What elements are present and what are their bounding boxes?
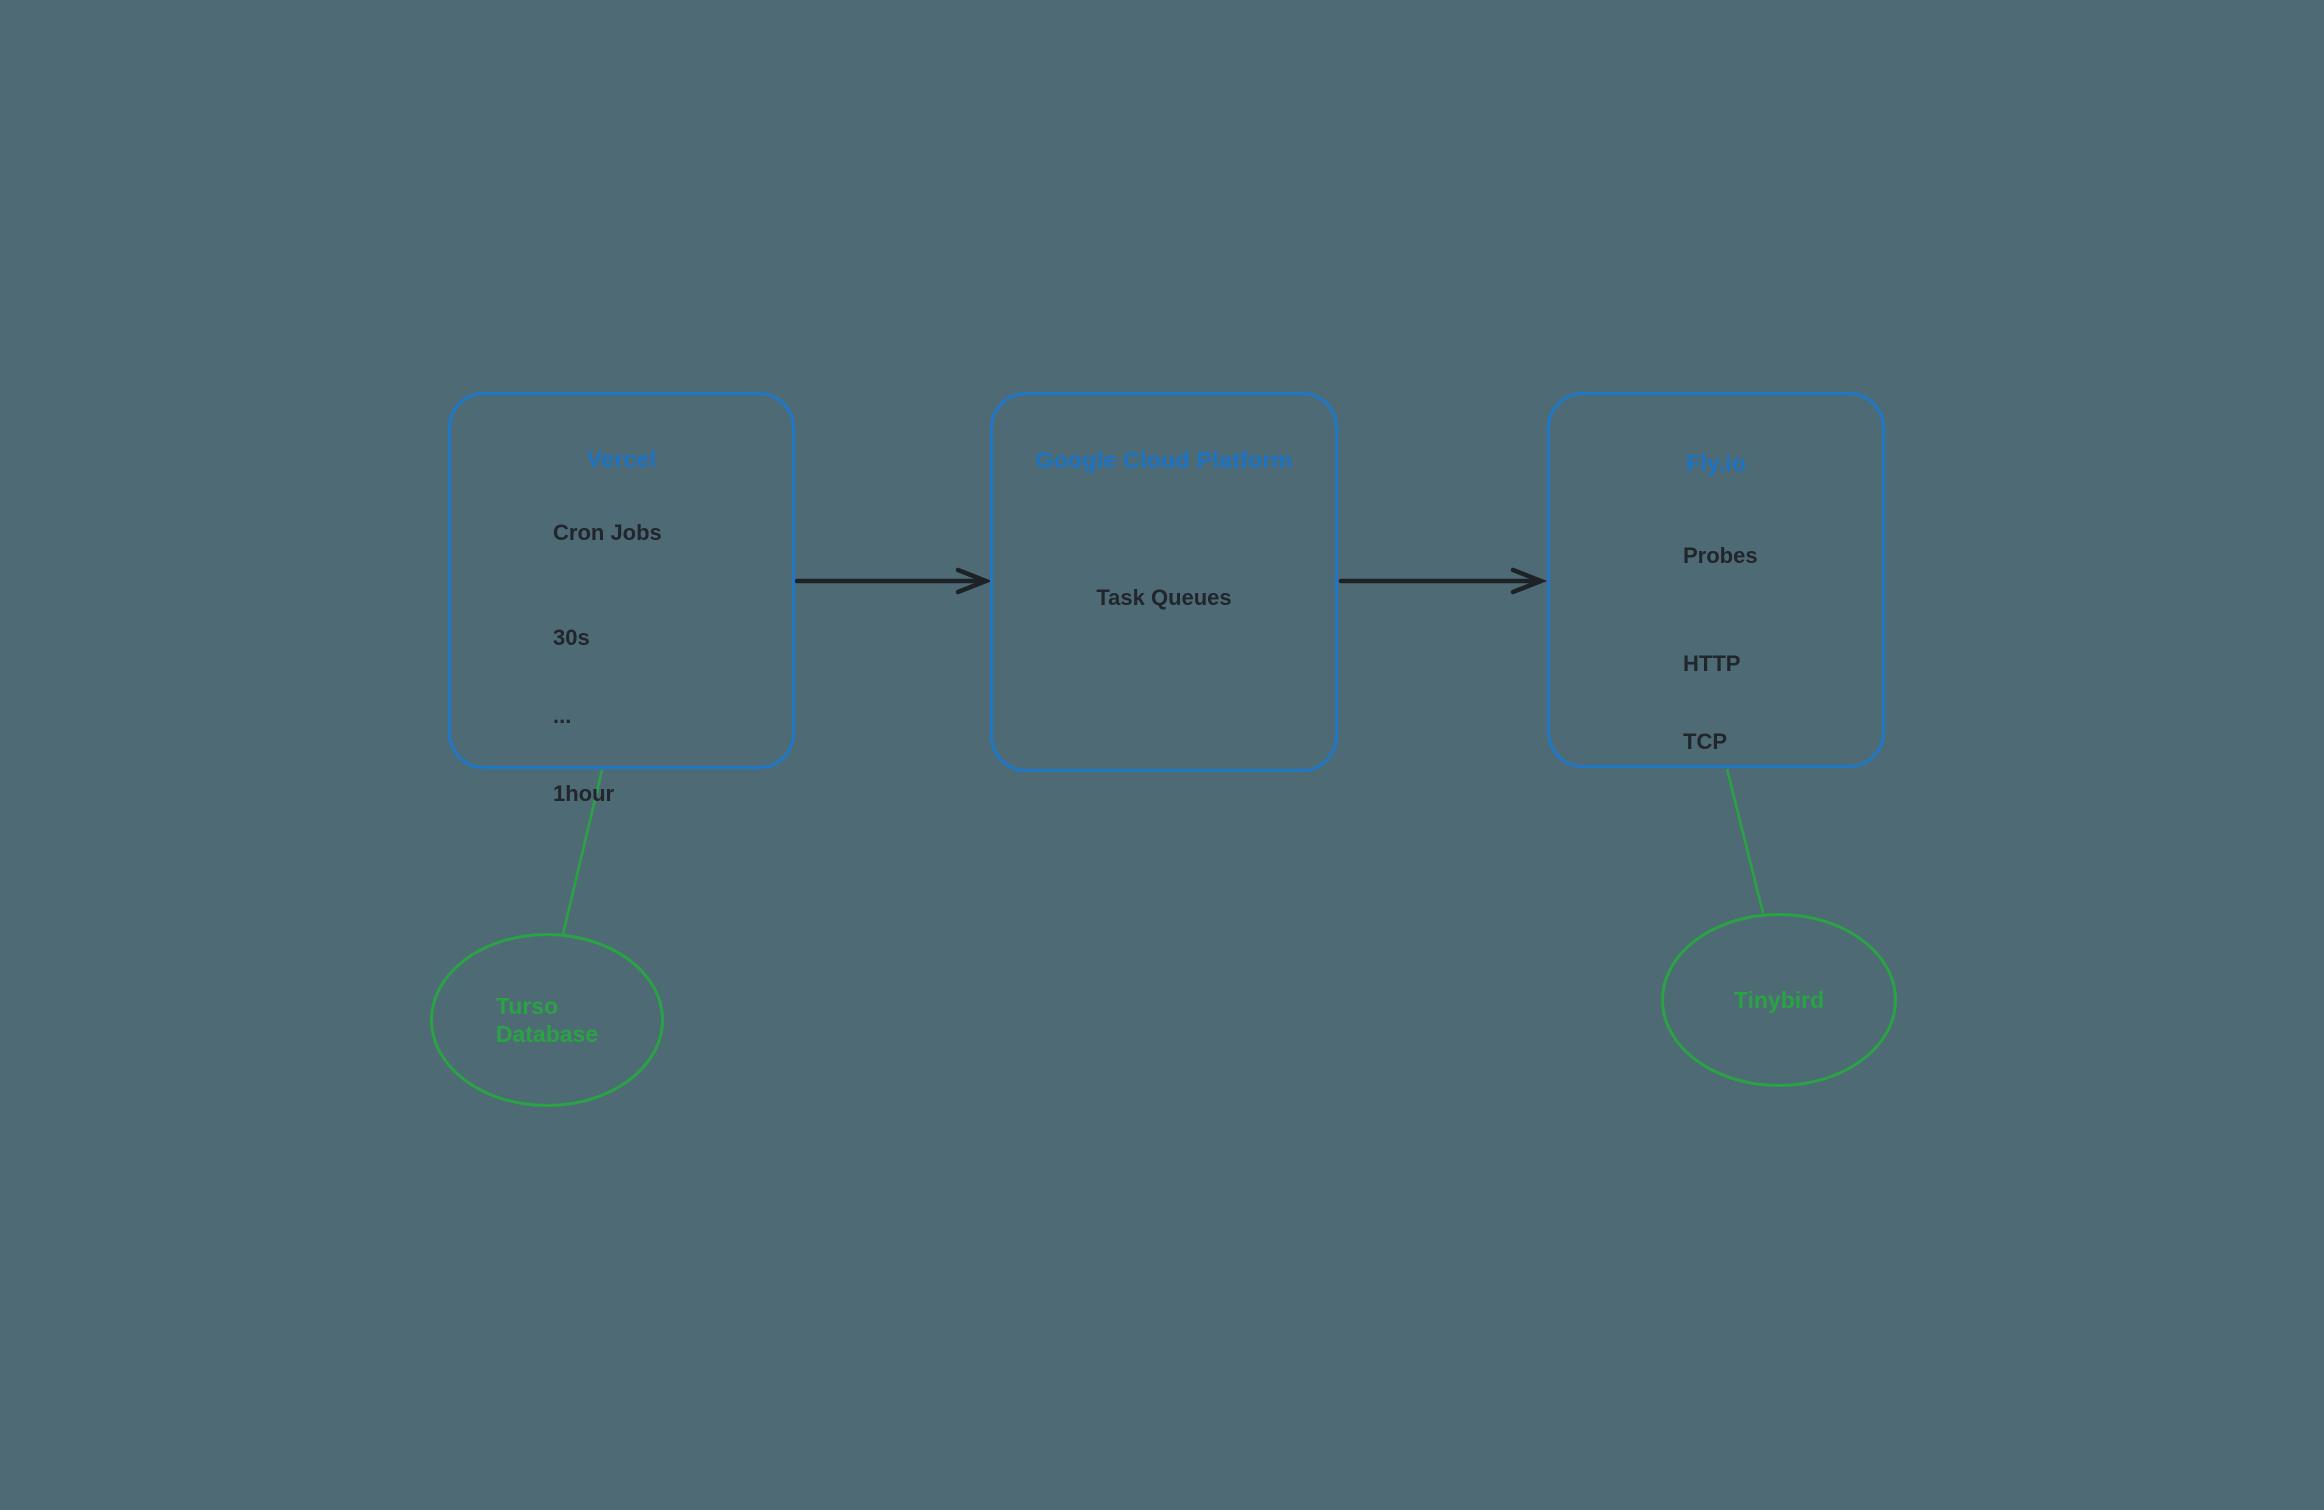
node-label: Cron Jobs: [553, 520, 662, 545]
ellipse-label: Tinybird: [1734, 986, 1824, 1014]
ellipse-label-line: Turso: [495, 993, 559, 1019]
ellipse-label: Turso Database: [496, 992, 598, 1048]
arrow-gcp-to-flyio[interactable]: [1338, 567, 1548, 595]
ellipse-tinybird[interactable]: Tinybird: [1661, 913, 1897, 1087]
node-label: 30s: [553, 625, 590, 650]
node-title: Fly.io: [1685, 450, 1747, 476]
node-title: Google Cloud Platform: [1035, 447, 1293, 473]
node-label: Probes: [1683, 543, 1758, 568]
node-label: ...: [553, 703, 572, 728]
node-label-list: 30s ... 1hour: [553, 573, 614, 859]
arrow-vercel-to-gcp[interactable]: [794, 567, 993, 595]
node-label-list: HTTP TCP: [1683, 599, 1740, 807]
node-label: 1hour: [553, 781, 615, 806]
node-label: TCP: [1683, 729, 1727, 754]
node-google-cloud-platform[interactable]: Google Cloud Platform Task Queues: [990, 392, 1338, 772]
node-title: Vercel: [586, 446, 657, 472]
node-vercel[interactable]: Vercel Cron Jobs 30s ... 1hour: [448, 392, 795, 806]
ellipse-turso-database[interactable]: Turso Database: [430, 933, 664, 1107]
node-flyio[interactable]: Fly.io Probes HTTP TCP: [1547, 392, 1885, 768]
ellipse-label-line: Database: [495, 1021, 599, 1047]
node-label: Task Queues: [1096, 585, 1232, 610]
ellipse-label-line: Tinybird: [1733, 987, 1825, 1013]
node-label: HTTP: [1683, 651, 1741, 676]
